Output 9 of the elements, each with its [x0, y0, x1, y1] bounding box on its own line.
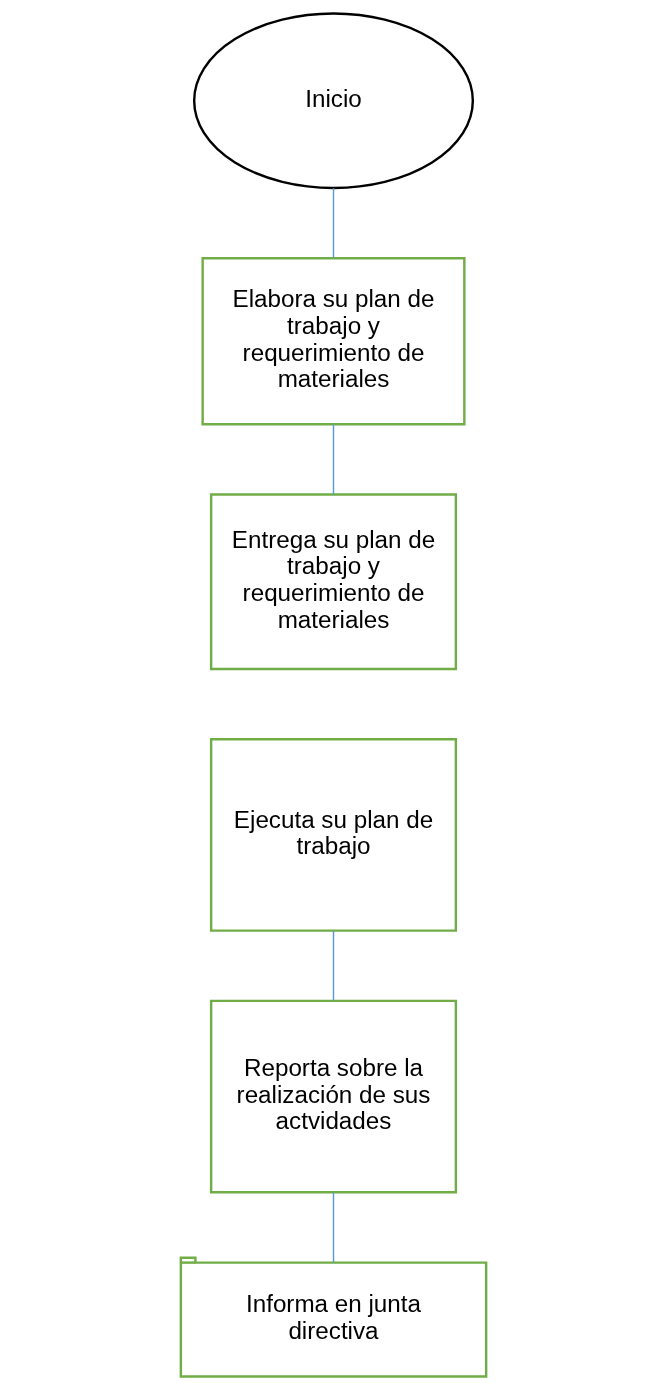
node-box: Entrega su plan de trabajo y requerimiento de materiales	[209, 493, 457, 671]
connector	[332, 1191, 334, 1264]
connector	[332, 187, 334, 259]
node-ellipse: Inicio	[192, 12, 474, 190]
node-box: Reporta sobre la realización de sus actvidades	[209, 999, 457, 1194]
connector	[332, 930, 334, 1002]
connector	[332, 423, 334, 496]
node-box: Elabora su plan de trabajo y requerimiento de materiales	[200, 257, 466, 426]
node-box: Ejecuta su plan de trabajo	[209, 738, 457, 932]
